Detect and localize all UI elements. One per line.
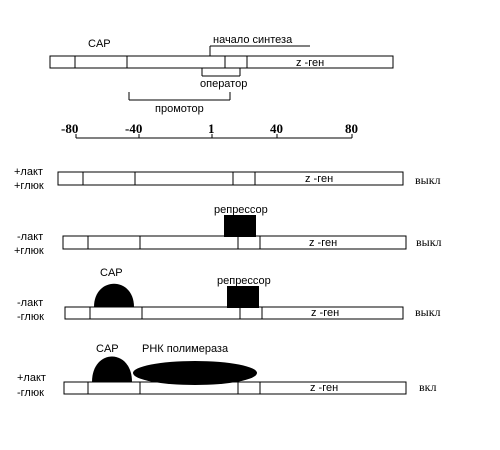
expression-state: выкл — [415, 305, 441, 319]
gene-label: z -ген — [305, 173, 333, 185]
scale-tick-label: -80 — [61, 121, 78, 136]
condition-lactose: -лакт — [17, 297, 43, 309]
dna-strip — [64, 306, 404, 320]
condition-glucose: -глюк — [17, 387, 44, 399]
dna-strip — [63, 381, 407, 395]
dna-strip — [57, 171, 404, 186]
dna-strip — [62, 235, 407, 250]
repressor-protein — [224, 215, 256, 237]
condition-row-2: -лакт +глюк репрессор z -ген выкл — [14, 204, 442, 257]
expression-state: вкл — [419, 380, 436, 394]
condition-row-4: +лакт -глюк CAP РНК полимераза z -ген вк… — [17, 343, 436, 399]
condition-lactose: +лакт — [17, 372, 46, 384]
operator-label: оператор — [200, 78, 247, 90]
top-dna-strip: CAP начало синтеза z -ген оператор промо… — [49, 34, 394, 115]
gene-label: z -ген — [311, 307, 339, 319]
gene-label: z -ген — [296, 57, 324, 69]
cap-protein — [92, 356, 132, 382]
scale-tick-label: -40 — [125, 121, 142, 136]
cap-label: CAP — [100, 267, 123, 279]
condition-glucose: -глюк — [17, 311, 44, 323]
expression-state: выкл — [416, 235, 442, 249]
cap-label: CAP — [96, 343, 119, 355]
condition-glucose: +глюк — [14, 180, 44, 192]
repressor-protein — [227, 286, 259, 308]
repressor-label: репрессор — [217, 275, 271, 287]
condition-row-1: +лакт +глюк z -ген выкл — [14, 166, 441, 192]
rna-polymerase — [133, 361, 257, 385]
position-scale: -80 -40 1 40 80 — [61, 121, 358, 139]
condition-lactose: -лакт — [17, 231, 43, 243]
polymerase-label: РНК полимераза — [142, 343, 229, 355]
expression-state: выкл — [415, 173, 441, 187]
condition-row-3: -лакт -глюк CAP репрессор z -ген выкл — [17, 267, 441, 323]
gene-label: z -ген — [310, 382, 338, 394]
promoter-label: промотор — [155, 103, 204, 115]
cap-protein — [94, 283, 134, 307]
cap-label: CAP — [88, 38, 111, 50]
scale-tick-label: 1 — [208, 121, 215, 136]
gene-label: z -ген — [309, 237, 337, 249]
repressor-label: репрессор — [214, 204, 268, 216]
scale-tick-label: 40 — [270, 121, 283, 136]
dna-strip-top — [49, 55, 394, 69]
synthesis-start-label: начало синтеза — [213, 34, 293, 46]
scale-tick-label: 80 — [345, 121, 358, 136]
condition-lactose: +лакт — [14, 166, 43, 178]
condition-glucose: +глюк — [14, 245, 44, 257]
